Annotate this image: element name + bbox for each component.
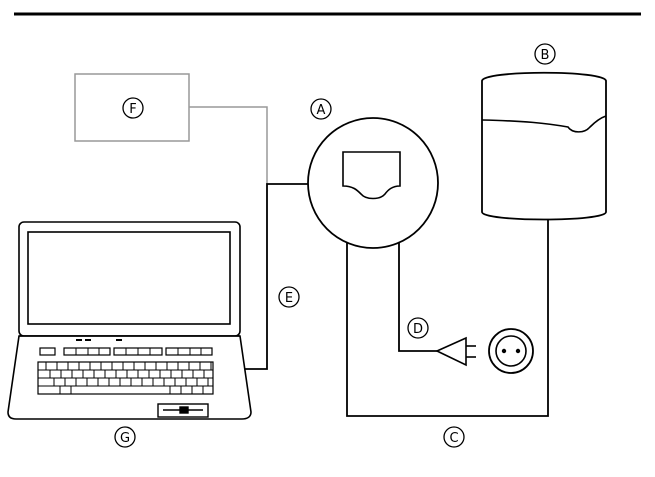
tank-b [481, 71, 607, 221]
label-a: A [310, 98, 332, 120]
wall-socket-icon [488, 328, 534, 374]
gray-connection-line [189, 106, 268, 184]
label-f: F [122, 97, 144, 119]
label-e: E [278, 286, 300, 308]
svg-text:E: E [285, 291, 293, 306]
cable-c [346, 220, 549, 417]
tank-liquid-level [481, 115, 607, 133]
interface-port-icon [342, 151, 401, 200]
laptop-g [7, 221, 252, 420]
label-c: C [443, 426, 465, 448]
label-g: G [114, 426, 136, 448]
interface-unit-a [307, 117, 439, 249]
cable-e [243, 183, 309, 370]
svg-text:G: G [120, 431, 130, 446]
cable-d [398, 243, 437, 352]
label-b: B [534, 43, 556, 65]
svg-text:F: F [129, 102, 136, 117]
svg-text:D: D [413, 322, 423, 337]
svg-text:B: B [541, 48, 550, 63]
svg-text:C: C [449, 431, 458, 446]
laptop-drive-slot [157, 403, 209, 418]
label-d: D [407, 317, 429, 339]
laptop-screen [27, 231, 231, 325]
power-plug-icon [435, 336, 476, 367]
laptop-key-grid [45, 362, 212, 394]
svg-text:A: A [317, 103, 326, 118]
